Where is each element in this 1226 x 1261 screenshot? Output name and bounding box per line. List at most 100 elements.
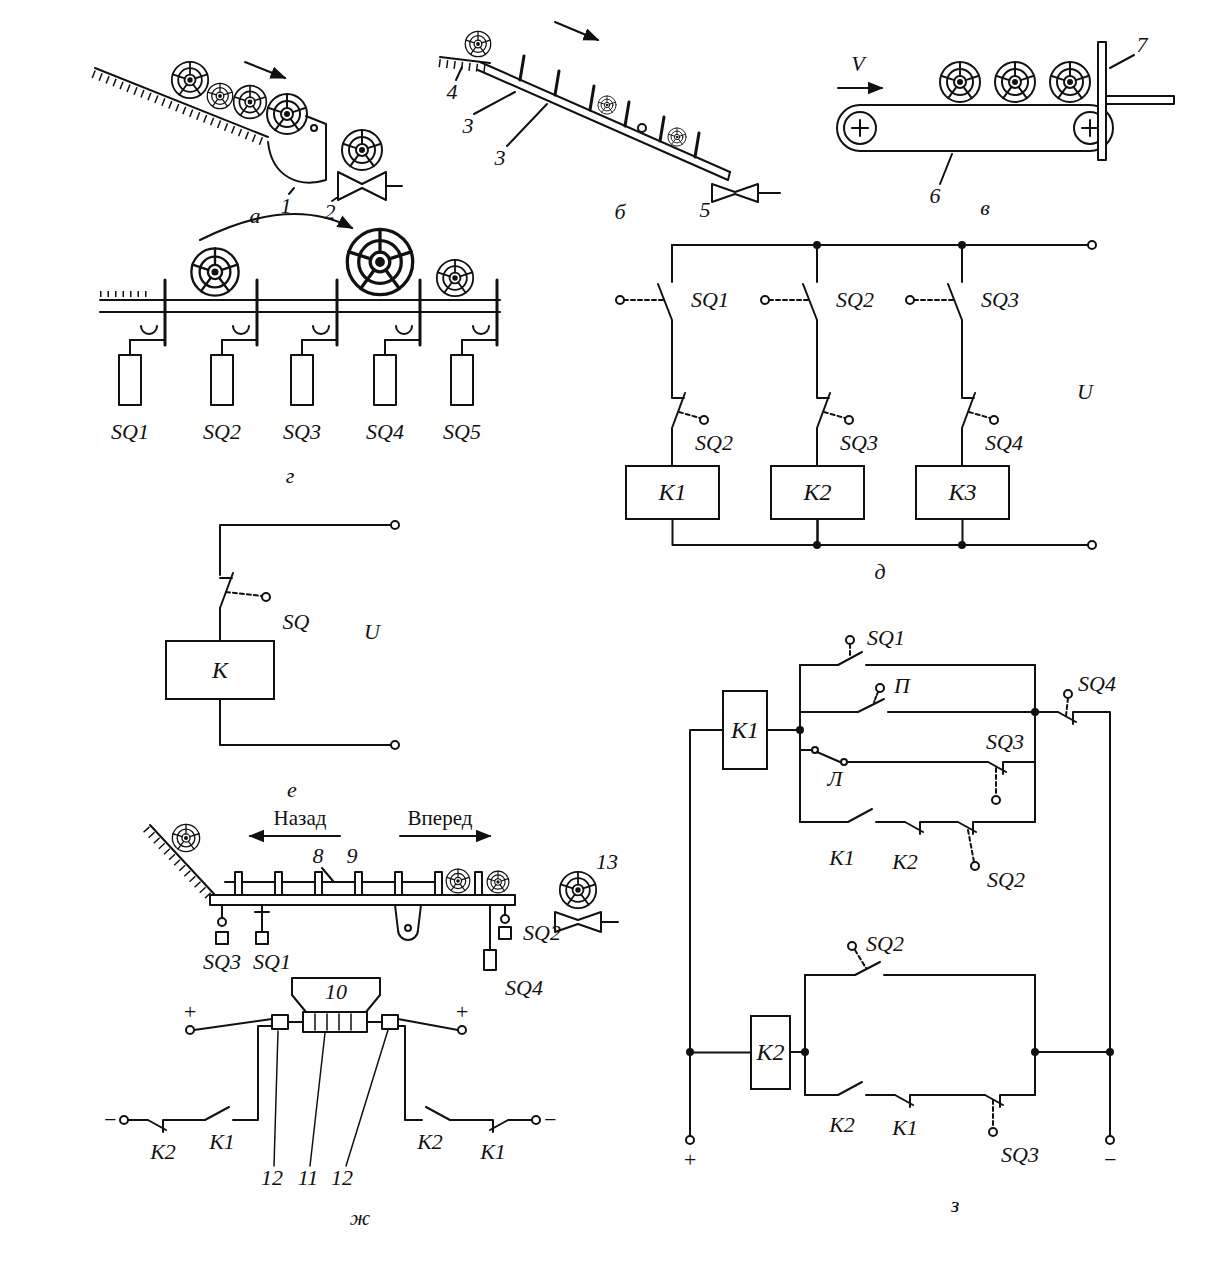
relay-circuit-e-part [220, 700, 391, 745]
lever-track-switches-part [119, 355, 141, 405]
label-text: SQ4 [985, 430, 1023, 455]
wire-connector [690, 730, 750, 1053]
label-text: П [894, 673, 910, 698]
label-text: − [103, 1107, 118, 1132]
relay-circuit-d-part [1088, 241, 1096, 249]
contact-label: SQ3 [986, 731, 1024, 753]
label-text: K1 [829, 845, 855, 870]
label-text: б [614, 199, 625, 224]
relay-circuit-d-part [990, 416, 998, 424]
belt-conveyor-part [940, 154, 952, 184]
relay-circuit-d-part [672, 244, 1088, 246]
reel-chute-flaps-part [668, 128, 686, 146]
label-text: 13 [596, 849, 618, 874]
label-text: SQ3 [840, 430, 878, 455]
relay-circuit-z-part [1107, 1049, 1113, 1055]
reel-chute-flaps-part [712, 184, 758, 202]
belt-conveyor-part [852, 120, 1098, 136]
walking-beam-conveyor-part [186, 1026, 194, 1034]
relay-circuit-z-part [805, 1082, 1035, 1107]
walking-beam-conveyor-part [532, 1116, 540, 1124]
contact-label: SQ4 [505, 977, 543, 999]
lever-track-switches-part [100, 299, 500, 301]
relay-circuit-z-part [992, 796, 1000, 804]
walking-beam-conveyor-part [274, 1030, 388, 1166]
callout-number: 9 [347, 845, 358, 867]
label-text: 11 [298, 1165, 318, 1190]
relay-circuit-d-part [962, 544, 1088, 546]
relay-circuit-z [686, 636, 1114, 1144]
coil-name: K2 [803, 479, 831, 505]
contact-label: SQ3 [203, 951, 241, 973]
callout-number: 3 [463, 115, 474, 137]
walking-beam-conveyor-part [288, 1021, 382, 1023]
contact-label: K1 [480, 1141, 506, 1163]
reel-slope-stopper-part [234, 86, 267, 119]
lever-track-switches-part [437, 260, 473, 296]
label-text: 9 [347, 843, 358, 868]
callout-number: 8 [313, 845, 324, 867]
reel-slope-stopper-part [338, 172, 386, 200]
walking-beam-conveyor-part [382, 1015, 398, 1029]
relay-circuit-z-part [1106, 1136, 1114, 1144]
label-text: SQ1 [867, 625, 905, 650]
label-text: г [286, 463, 295, 488]
relay-circuit-z-part [995, 768, 997, 796]
callout-number: 2 [325, 201, 336, 223]
relay-circuit-e [220, 521, 399, 749]
label-text: SQ3 [283, 419, 321, 444]
coil-name: K2 [756, 1039, 784, 1065]
direction-label: Вперед [408, 806, 473, 831]
walking-beam-conveyor-part [256, 932, 268, 944]
label-text: 6 [930, 183, 941, 208]
label-text: − [543, 1107, 558, 1132]
reel-chute-flaps-part [480, 62, 730, 172]
relay-circuit-z-part [805, 962, 1035, 975]
relay-circuit-z-part [804, 975, 806, 1095]
walking-beam-conveyor-part [255, 905, 269, 932]
symbol-label: − [1103, 1149, 1118, 1171]
contact-label: K2 [892, 851, 918, 873]
direction-label: Назад [274, 806, 327, 831]
walking-beam-conveyor-part [601, 921, 618, 923]
walking-beam-conveyor-part [322, 868, 333, 881]
label-text: 5 [700, 197, 711, 222]
label-text: в [980, 195, 990, 220]
label-text: SQ2 [695, 430, 733, 455]
contact-label: K2 [150, 1141, 176, 1163]
contact-label: SQ2 [523, 922, 561, 944]
label-text: K1 [892, 1115, 918, 1140]
label-text: 3 [463, 113, 474, 138]
label-text: 2 [325, 199, 336, 224]
label-text: + [455, 999, 470, 1024]
walking-beam-conveyor-part [489, 905, 491, 950]
label-text: д [874, 559, 885, 584]
contact-label: SQ1 [691, 289, 729, 311]
callout-number: 6 [930, 185, 941, 207]
relay-circuit-d-part [700, 416, 708, 424]
lever-track-switches-part [211, 355, 233, 405]
relay-circuit-z-part [874, 692, 878, 702]
relay-circuit-d-part [1088, 541, 1096, 549]
reel-slope-stopper-part [311, 125, 317, 131]
label-text: K1 [480, 1139, 506, 1164]
belt-conveyor-part [940, 62, 980, 102]
walking-beam-conveyor-part [395, 905, 421, 940]
belt-conveyor-part [1110, 55, 1134, 68]
label-text: K2 [417, 1129, 443, 1154]
symbol-label: SQ [283, 611, 310, 633]
label-text: SQ2 [203, 419, 241, 444]
wire-connector [818, 520, 963, 545]
relay-coil-box: K1 [722, 690, 768, 770]
reel-slope-stopper-part [267, 94, 307, 134]
walking-beam-conveyor-part [221, 905, 223, 918]
relay-circuit-z-part [768, 729, 800, 731]
label-text: K2 [150, 1139, 176, 1164]
lever-track-switches-part [100, 311, 500, 313]
reel-chute-flaps-part [758, 192, 780, 194]
lever-track-switches-part [347, 229, 412, 294]
callout-number: 10 [325, 981, 347, 1003]
